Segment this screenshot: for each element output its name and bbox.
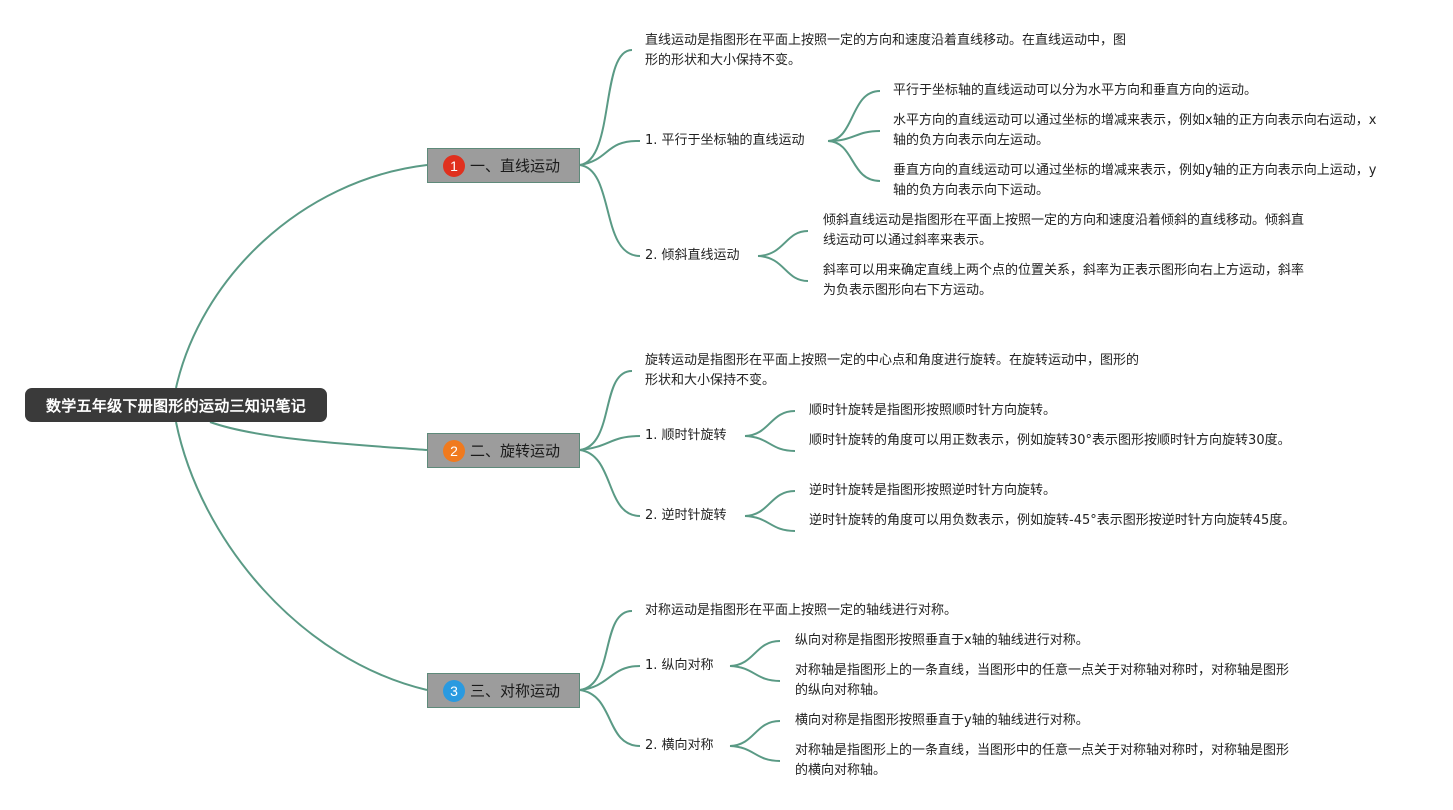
topic-label: 二、旋转运动 [470,442,561,460]
leaf-note[interactable]: 倾斜直线运动是指图形在平面上按照一定的方向和速度沿着倾斜的直线移动。倾斜直线运动… [823,213,1305,248]
topic-label: 三、对称运动 [470,682,561,700]
topic-symmetry-motion[interactable]: 3 三、对称运动 [427,673,580,708]
leaf-note[interactable]: 平行于坐标轴的直线运动可以分为水平方向和垂直方向的运动。 [893,83,1258,98]
connector-t1-s1-l3 [827,140,881,182]
connector-t3-s2-l2 [729,745,781,762]
leaf-note[interactable]: 垂直方向的直线运动可以通过坐标的增减来表示，例如y轴的正方向表示向上运动，y轴的… [893,163,1377,198]
leaf-note[interactable]: 逆时针旋转的角度可以用负数表示，例如旋转-45°表示图形按逆时针方向旋转45度。 [809,513,1296,528]
topic-3-intro[interactable]: 对称运动是指图形在平面上按照一定的轴线进行对称。 [645,603,958,618]
connector-t2-s2-l2 [744,515,796,532]
topic-rotation-motion[interactable]: 2 二、旋转运动 [427,433,580,468]
priority-1-icon: 1 [443,154,465,177]
connector-t2-s1-l2 [744,435,796,452]
leaf-note[interactable]: 横向对称是指图形按照垂直于y轴的轴线进行对称。 [795,713,1089,728]
leaf-note[interactable]: 顺时针旋转是指图形按照顺时针方向旋转。 [809,403,1057,418]
connector-t3-sub1 [579,665,641,691]
topic-2-intro[interactable]: 旋转运动是指图形在平面上按照一定的中心点和角度进行旋转。在旋转运动中，图形的形状… [645,353,1140,388]
connector-t1-s1-l2 [827,130,881,142]
connector-t2-intro [579,370,633,451]
connector-t3-s2-l1 [729,720,781,747]
connector-t2-sub2 [579,449,641,517]
subtopic-horizontal-symmetry[interactable]: 2. 横向对称 [645,738,714,753]
subtopic-oblique-motion[interactable]: 2. 倾斜直线运动 [645,248,740,263]
connector-t2-s1-l1 [744,410,796,437]
connector-t3-intro [579,610,633,691]
topic-linear-motion[interactable]: 1 一、直线运动 [427,148,580,183]
connector-t3-sub2 [579,689,641,747]
connector-t1-s2-l1 [757,230,809,257]
leaf-note[interactable]: 逆时针旋转是指图形按照逆时针方向旋转。 [809,483,1057,498]
leaf-note[interactable]: 顺时针旋转的角度可以用正数表示，例如旋转30°表示图形按顺时针方向旋转30度。 [809,433,1291,448]
connector-root-topic-1 [175,164,428,389]
root-topic[interactable]: 数学五年级下册图形的运动三知识笔记 [25,388,327,422]
subtopic-axis-parallel-motion[interactable]: 1. 平行于坐标轴的直线运动 [645,133,805,148]
connector-t2-sub1 [579,435,641,451]
connector-root-topic-3 [175,421,428,691]
connector-t1-intro [579,49,633,166]
connector-t3-s1-l2 [729,665,781,682]
leaf-note[interactable]: 斜率可以用来确定直线上两个点的位置关系，斜率为正表示图形向右上方运动，斜率为负表… [823,263,1305,298]
connector-root-topic-2 [209,421,428,451]
leaf-note[interactable]: 对称轴是指图形上的一条直线，当图形中的任意一点关于对称轴对称时，对称轴是图形的横… [795,743,1290,778]
subtopic-vertical-symmetry[interactable]: 1. 纵向对称 [645,658,714,673]
leaf-note[interactable]: 对称轴是指图形上的一条直线，当图形中的任意一点关于对称轴对称时，对称轴是图形的纵… [795,663,1290,698]
connector-t1-s2-l2 [757,255,809,282]
leaf-note[interactable]: 水平方向的直线运动可以通过坐标的增减来表示，例如x轴的正方向表示向右运动，x轴的… [893,113,1377,148]
connector-t1-sub2 [579,164,641,257]
priority-2-icon: 2 [443,439,465,462]
topic-label: 一、直线运动 [470,157,561,175]
connector-t1-sub1 [579,139,641,166]
connector-t2-s2-l1 [744,490,796,517]
subtopic-counterclockwise-rotation[interactable]: 2. 逆时针旋转 [645,508,727,523]
priority-3-icon: 3 [443,679,465,702]
topic-1-intro[interactable]: 直线运动是指图形在平面上按照一定的方向和速度沿着直线移动。在直线运动中，图形的形… [645,33,1127,68]
connector-t1-s1-l1 [827,90,881,142]
subtopic-clockwise-rotation[interactable]: 1. 顺时针旋转 [645,428,727,443]
connector-t3-s1-l1 [729,640,781,667]
leaf-note[interactable]: 纵向对称是指图形按照垂直于x轴的轴线进行对称。 [795,633,1089,648]
